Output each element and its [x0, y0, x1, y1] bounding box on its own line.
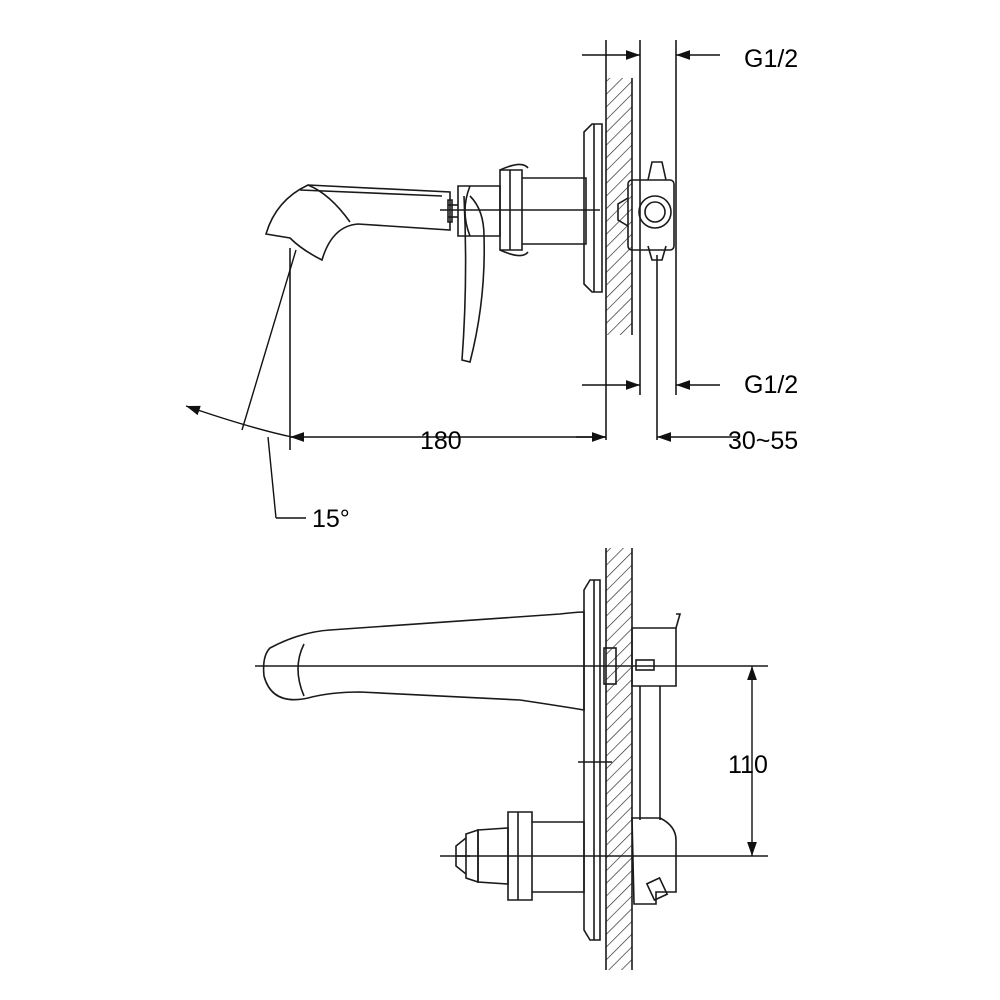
handle-base — [522, 177, 587, 245]
wall-hatch-front — [606, 548, 632, 970]
thread-top-label: G1/2 — [744, 45, 798, 73]
handle-base-front — [532, 821, 585, 893]
lever-hub — [457, 185, 501, 237]
spout-angle-label: 15° — [312, 505, 350, 533]
lever-handle — [461, 195, 486, 363]
dimensions-top — [185, 50, 740, 519]
angle-ref-line — [241, 249, 297, 431]
front-view — [255, 548, 768, 970]
angle-leader — [267, 436, 277, 519]
spout-top — [264, 184, 451, 262]
connector-body — [627, 179, 675, 251]
angle-arc — [185, 405, 293, 438]
escutcheon-front — [583, 579, 601, 941]
outlet-spacing-label: 110 — [728, 751, 768, 779]
spout-projection-label: 180 — [420, 427, 462, 455]
top-view — [264, 40, 677, 450]
wall-depth-label: 30~55 — [728, 427, 798, 455]
connector-port — [638, 195, 672, 229]
escutcheon-top — [583, 123, 603, 293]
spout-front — [262, 611, 585, 711]
valve-body-front — [631, 817, 677, 905]
thread-bottom-label: G1/2 — [744, 371, 798, 399]
